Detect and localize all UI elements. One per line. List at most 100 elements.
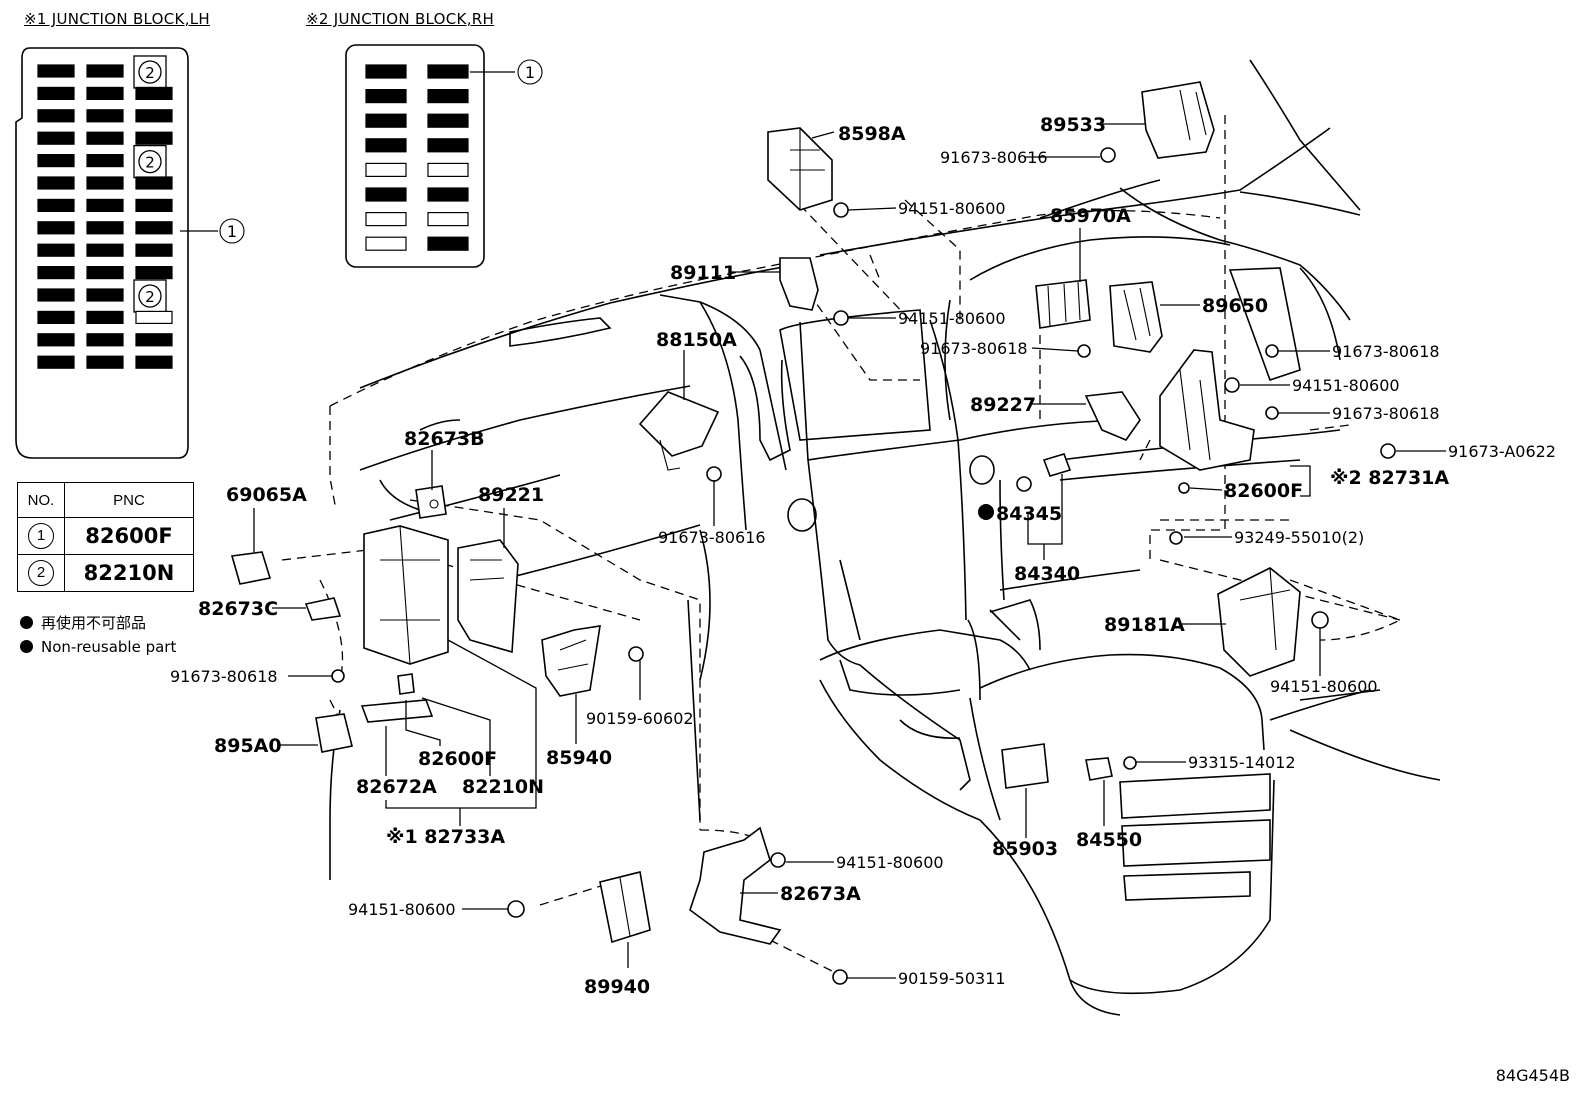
label-leader-lines <box>253 123 1446 979</box>
jb-ref-number: 2 <box>145 288 155 306</box>
note-non-reusable-en: Non-reusable part <box>20 638 176 656</box>
fuse-slot <box>135 266 173 280</box>
empty-fuse-slot <box>427 162 469 177</box>
part-89940 <box>599 871 651 944</box>
fuse-slot <box>37 109 75 123</box>
part-84550 <box>1085 757 1113 781</box>
bullet-dot-icon <box>20 616 33 629</box>
jb-ref-number: 2 <box>145 154 155 172</box>
fuse-slot <box>37 221 75 235</box>
part-85970A <box>1035 279 1091 329</box>
fuse-slot <box>365 88 407 104</box>
callout-94151-80600-d: 94151-80600 <box>1270 677 1378 696</box>
part-82672A <box>360 699 434 723</box>
empty-fuse-slot <box>427 212 469 227</box>
callout-91673-80618-d: 91673-80618 <box>170 667 278 686</box>
pnc-table: NO. PNC 1 82600F 2 82210N <box>17 482 194 592</box>
part-89221 <box>457 539 519 654</box>
fuse-slot <box>86 176 124 190</box>
part-69065A <box>230 551 272 585</box>
callout-94151-80600-c: 94151-80600 <box>1292 376 1400 395</box>
callout-69065A: 69065A <box>226 484 307 506</box>
callout-82600F-rh: 82600F <box>1224 480 1303 502</box>
part-82673A <box>689 826 782 945</box>
callout-89940: 89940 <box>584 976 650 998</box>
callout-85940: 85940 <box>546 747 612 769</box>
pnc-table-row: 1 82600F <box>17 517 194 555</box>
part-junction-block-lh <box>363 525 449 665</box>
fuse-slot <box>427 236 469 251</box>
fuse-slot <box>37 266 75 280</box>
part-82673B <box>415 485 447 519</box>
callout-94151-80600-e: 94151-80600 <box>836 853 944 872</box>
jb-ref-circle <box>138 149 162 174</box>
junction-block-rh-outline <box>345 44 485 268</box>
callout-8598A: 8598A <box>838 123 906 145</box>
fasteners <box>331 147 1396 985</box>
pnc-row-value: 82600F <box>64 517 194 555</box>
part-89650 <box>1109 281 1163 353</box>
part-88150A <box>638 391 720 471</box>
fuse-slot <box>135 86 173 101</box>
callout-90159-50311: 90159-50311 <box>898 969 1006 988</box>
callout-labels: 8598A 94151-80600 89533 91673-80616 8597… <box>170 114 1556 998</box>
callout-82600F-lh: 82600F <box>418 748 497 770</box>
fuse-slot <box>135 243 173 257</box>
part-82600F-lh <box>397 673 415 695</box>
fuse-slot <box>86 266 124 280</box>
fuse-slot <box>86 355 124 369</box>
empty-fuse-slot <box>135 310 173 324</box>
empty-fuse-slot <box>365 212 407 227</box>
callout-89221: 89221 <box>478 484 544 506</box>
junction-block-rh-title: ※2 JUNCTION BLOCK,RH <box>306 10 495 28</box>
fuse-slot <box>86 154 124 168</box>
fuse-slot <box>37 355 75 369</box>
callout-82673A: 82673A <box>780 883 861 905</box>
callout-82733A: ※1 82733A <box>386 826 505 848</box>
bullet-dot-icon <box>20 640 33 653</box>
pnc-table-header-no: NO. <box>17 482 65 518</box>
callout-82673B: 82673B <box>404 428 485 450</box>
part-895A0 <box>315 713 353 753</box>
svg-text:1: 1 <box>525 63 535 82</box>
fuse-slot <box>427 187 469 202</box>
svg-text:1: 1 <box>227 222 237 241</box>
jb-ref-circle <box>138 60 162 84</box>
fuse-slot <box>86 333 124 347</box>
callout-89227: 89227 <box>970 394 1036 416</box>
callout-89650: 89650 <box>1202 295 1268 317</box>
fuse-slot <box>135 333 173 347</box>
fuse-slot <box>37 310 75 324</box>
fuse-slot <box>86 288 124 302</box>
fuse-slot <box>135 176 173 190</box>
callout-94151-80600-b: 94151-80600 <box>898 309 1006 328</box>
empty-fuse-slot <box>365 162 407 177</box>
callout-91673-80618-a: 91673-80618 <box>1332 342 1440 361</box>
callout-89111: 89111 <box>670 262 736 284</box>
note-non-reusable-jp: 再使用不可部品 <box>20 612 146 633</box>
callout-91673-80618-b: 91673-80618 <box>920 339 1028 358</box>
callout-89181A: 89181A <box>1104 614 1185 636</box>
jb-ref-circle <box>138 284 162 308</box>
junction-block-lh-fuses: 222 <box>37 55 173 369</box>
fuse-slot <box>427 64 469 79</box>
jb-rh-ref-circle: 1 <box>517 59 543 85</box>
part-85903 <box>1001 743 1049 789</box>
callout-84550: 84550 <box>1076 829 1142 851</box>
fuse-slot <box>135 198 173 212</box>
fuse-slot <box>427 88 469 104</box>
junction-block-lh-outline <box>15 47 189 459</box>
fuse-slot <box>37 86 75 101</box>
vehicle-interior-outline <box>329 59 1441 1016</box>
part-89111 <box>779 257 819 311</box>
fuse-slot <box>86 243 124 257</box>
pnc-row-number: 1 <box>28 523 54 549</box>
callout-85903: 85903 <box>992 838 1058 860</box>
jb-lh-ref-circle: 1 <box>219 218 245 244</box>
part-85940 <box>541 625 601 697</box>
callout-93315-14012: 93315-14012 <box>1188 753 1296 772</box>
callout-82731A: ※2 82731A <box>1330 467 1449 489</box>
fuse-slot <box>86 221 124 235</box>
